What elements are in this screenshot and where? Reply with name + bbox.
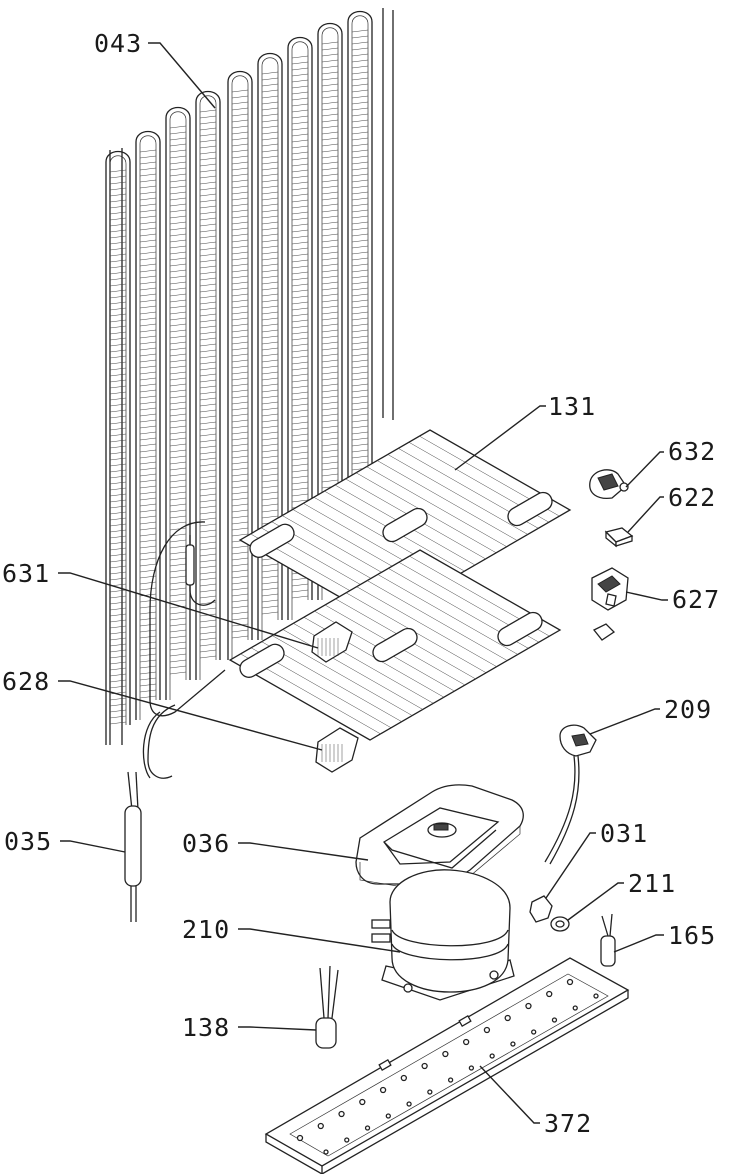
leader-line-209 bbox=[589, 708, 660, 735]
part-label-031: 031 bbox=[600, 819, 648, 848]
part-label-628: 628 bbox=[2, 667, 50, 696]
leader-line-211 bbox=[567, 882, 624, 921]
part-label-632: 632 bbox=[668, 437, 716, 466]
part-label-631: 631 bbox=[2, 559, 50, 588]
lamp-holder-part bbox=[591, 567, 629, 641]
capacitor-part bbox=[600, 913, 616, 967]
part-label-043: 043 bbox=[94, 29, 142, 58]
leader-line-036 bbox=[238, 842, 369, 861]
leader-line-210 bbox=[238, 928, 401, 953]
clip-part bbox=[604, 527, 634, 548]
leader-line-031 bbox=[545, 832, 596, 899]
part-label-138: 138 bbox=[182, 1013, 230, 1042]
connector-upper-part bbox=[311, 621, 353, 663]
leader-line-632 bbox=[625, 451, 664, 488]
part-label-165: 165 bbox=[668, 921, 716, 950]
leader-line-627 bbox=[625, 591, 668, 601]
evaporator-part bbox=[142, 429, 572, 779]
leader-line-035 bbox=[60, 840, 126, 853]
relay-cable-part bbox=[544, 724, 597, 865]
part-label-627: 627 bbox=[672, 585, 720, 614]
overload-protector-part bbox=[529, 895, 553, 923]
thermostat-part bbox=[589, 469, 629, 500]
leader-line-628 bbox=[58, 680, 323, 751]
compressor-bracket-part bbox=[355, 784, 524, 891]
leader-line-138 bbox=[238, 1026, 317, 1031]
part-label-622: 622 bbox=[668, 483, 716, 512]
connector-lower-part bbox=[315, 727, 359, 773]
leader-line-631 bbox=[58, 572, 319, 649]
leader-line-372 bbox=[479, 1065, 540, 1124]
part-label-210: 210 bbox=[182, 915, 230, 944]
leader-line-043 bbox=[148, 42, 216, 109]
part-label-209: 209 bbox=[664, 695, 712, 724]
part-label-035: 035 bbox=[4, 827, 52, 856]
part-label-036: 036 bbox=[182, 829, 230, 858]
part-label-372: 372 bbox=[544, 1109, 592, 1138]
grommet-part bbox=[550, 916, 570, 932]
part-label-211: 211 bbox=[628, 869, 676, 898]
filter-dryer-part bbox=[124, 771, 142, 922]
drier-part bbox=[315, 965, 339, 1049]
base-plate-part bbox=[264, 957, 630, 1174]
part-label-131: 131 bbox=[548, 392, 596, 421]
compressor-part bbox=[371, 869, 515, 1001]
leader-line-622 bbox=[627, 496, 664, 533]
leader-line-131 bbox=[454, 405, 546, 471]
leader-line-165 bbox=[613, 934, 664, 953]
condenser-part bbox=[105, 8, 394, 745]
